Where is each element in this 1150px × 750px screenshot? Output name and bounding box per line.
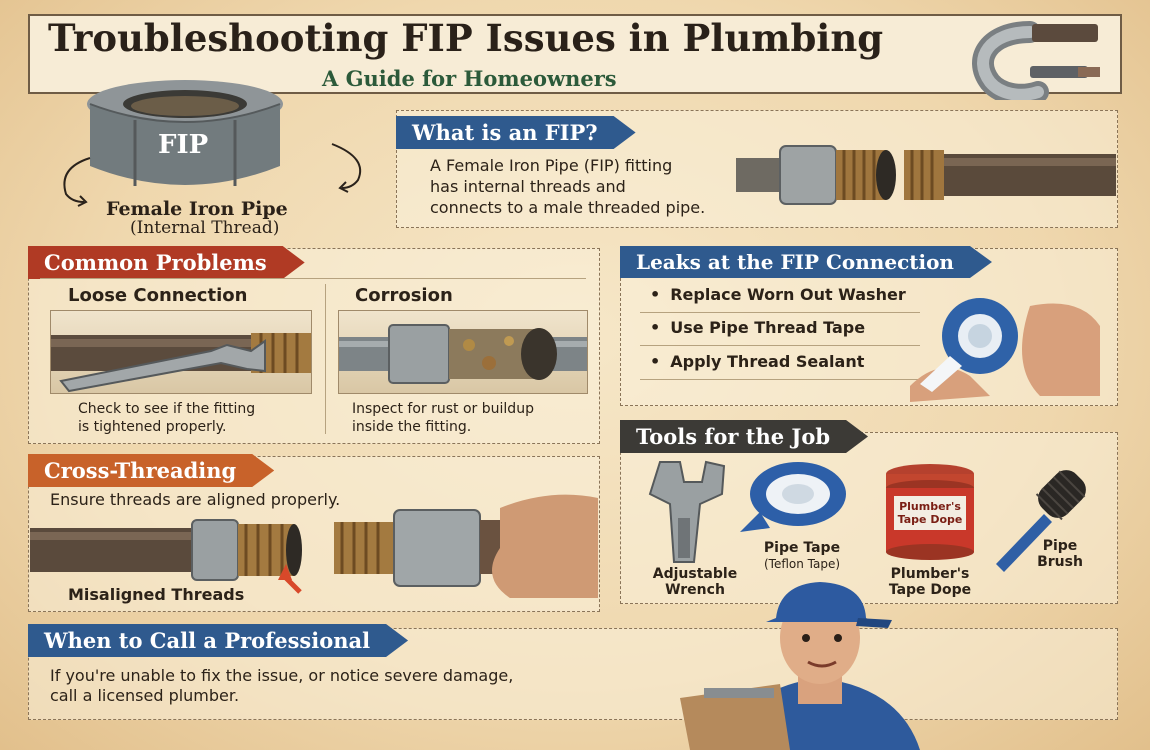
wrench-label-2: Wrench xyxy=(665,582,725,598)
pipe-connection-illustration xyxy=(736,145,1116,205)
what-is-line-3: connects to a male threaded pipe. xyxy=(430,198,706,217)
leaks-heading: Leaks at the FIP Connection xyxy=(620,246,992,278)
curved-arrow-right-icon xyxy=(331,143,362,193)
common-problems-heading: Common Problems xyxy=(28,246,305,279)
leak-item-tape: Use Pipe Thread Tape xyxy=(650,318,865,337)
misaligned-threads-label: Misaligned Threads xyxy=(68,585,245,604)
tape-label-2: (Teflon Tape) xyxy=(763,557,841,571)
plumber-illustration xyxy=(680,582,920,750)
problems-divider xyxy=(325,284,326,434)
what-is-line-2: has internal threads and xyxy=(430,177,626,196)
dope-label-2: Tape Dope xyxy=(888,582,972,598)
loose-connection-photo xyxy=(50,310,312,394)
professional-line-1: If you're unable to fix the issue, or no… xyxy=(50,666,514,685)
what-is-heading: What is an FIP? xyxy=(396,116,636,149)
adjustable-wrench-icon xyxy=(648,460,726,563)
tape-dope-jar-icon xyxy=(886,464,974,560)
jar-label-1: Plumber's xyxy=(899,500,961,513)
wrench-label-1: Adjustable xyxy=(652,566,738,582)
professional-panel xyxy=(28,628,1118,720)
loose-caption-1: Check to see if the fitting xyxy=(78,401,256,417)
page-subtitle: A Guide for Homeowners xyxy=(322,66,617,91)
tools-panel xyxy=(620,432,1118,604)
tape-label-1: Pipe Tape xyxy=(763,540,841,556)
fip-caption-line2: (Internal Thread) xyxy=(130,218,280,238)
fip-caption-line1: Female Iron Pipe xyxy=(106,198,288,220)
loose-connection-title: Loose Connection xyxy=(68,285,248,306)
leak-rule-2 xyxy=(640,345,920,346)
tools-heading: Tools for the Job xyxy=(620,420,868,453)
corrosion-photo xyxy=(338,310,588,394)
problems-rule xyxy=(40,278,586,279)
misaligned-pipes-illustration xyxy=(30,494,598,598)
what-is-line-1: A Female Iron Pipe (FIP) fitting xyxy=(430,156,673,175)
brush-label-2: Brush xyxy=(1037,554,1083,570)
professional-line-2: call a licensed plumber. xyxy=(50,686,240,705)
leak-item-sealant: Apply Thread Sealant xyxy=(650,352,864,371)
jar-label-2: Tape Dope xyxy=(897,513,963,526)
cross-threading-text: Ensure threads are aligned properly. xyxy=(50,490,341,509)
pipe-brush-icon xyxy=(996,470,1086,572)
corrosion-caption-1: Inspect for rust or buildup xyxy=(352,401,534,417)
fip-nut-icon xyxy=(87,80,283,186)
pipe-hook-icon xyxy=(972,21,1100,100)
pipe-tape-icon xyxy=(740,462,846,532)
cross-threading-heading: Cross-Threading xyxy=(28,454,274,487)
page-title: Troubleshooting FIP Issues in Plumbing xyxy=(48,16,884,60)
curved-arrow-left-icon xyxy=(63,157,91,207)
corrosion-title: Corrosion xyxy=(355,285,453,306)
loose-caption-2: is tightened properly. xyxy=(78,419,227,435)
fip-badge-label: FIP xyxy=(158,130,209,160)
tape-in-hands-illustration xyxy=(910,298,1100,402)
header-panel xyxy=(28,14,1122,94)
corrosion-caption-2: inside the fitting. xyxy=(352,419,472,435)
brush-label-1: Pipe xyxy=(1042,538,1078,554)
dope-label-1: Plumber's xyxy=(890,566,970,582)
professional-heading: When to Call a Professional xyxy=(28,624,408,657)
leak-item-washer: Replace Worn Out Washer xyxy=(650,285,905,304)
leak-rule-1 xyxy=(640,312,920,313)
leak-rule-3 xyxy=(640,379,920,380)
